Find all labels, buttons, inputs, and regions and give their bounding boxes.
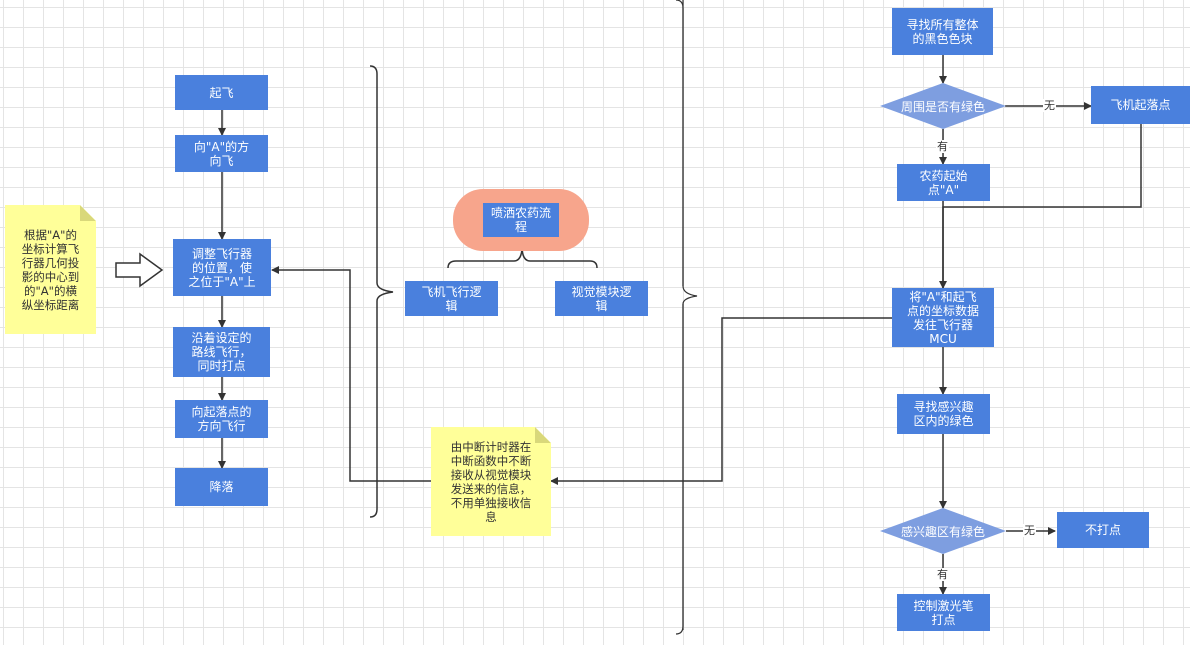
edge-label-yes-1: 有 xyxy=(936,140,949,153)
roi-green-diamond[interactable]: 感兴趣区有绿色 xyxy=(880,508,1006,554)
edge-interrupt-to-adjust xyxy=(271,266,432,482)
edge-send-to-interrupt xyxy=(550,317,892,485)
vision-logic-box[interactable]: 视觉模块逻 辑 xyxy=(555,281,648,316)
interrupt-note: 由中断计时器在 中断函数中不断 接收从视觉模块 发送来的信息， 不用单独接收信 … xyxy=(431,427,551,536)
edge-label-none-2: 无 xyxy=(1023,524,1036,537)
top-brace xyxy=(447,248,598,269)
start-point-box[interactable]: 农药起始 点"A" xyxy=(897,164,990,201)
distance-note-text: 根据"A"的 坐标计算飞 行器几何投 影的中心到 的"A"的横 纵坐标距离 xyxy=(21,227,80,312)
edge-takeoff-to-send xyxy=(939,124,1142,289)
fly-route-box[interactable]: 沿着设定的 路线飞行， 同时打点 xyxy=(173,327,270,377)
fly-back-box[interactable]: 向起落点的 方向飞行 xyxy=(175,400,268,438)
roi-green-label: 感兴趣区有绿色 xyxy=(900,524,985,539)
root-pill[interactable]: 喷洒农药流 程 xyxy=(453,189,589,251)
send-coords-box[interactable]: 将"A"和起飞 点的坐标数据 发往飞行器 MCU xyxy=(892,288,994,347)
green-around-diamond[interactable]: 周围是否有绿色 xyxy=(880,83,1006,129)
distance-note: 根据"A"的 坐标计算飞 行器几何投 影的中心到 的"A"的横 纵坐标距离 xyxy=(5,205,96,334)
takeoff-box[interactable]: 起飞 xyxy=(175,75,268,110)
right-brace xyxy=(675,0,698,635)
find-black-box[interactable]: 寻找所有整体 的黑色色块 xyxy=(892,8,993,55)
green-around-label: 周围是否有绿色 xyxy=(900,99,985,114)
interrupt-note-text: 由中断计时器在 中断函数中不断 接收从视觉模块 发送来的信息， 不用单独接收信 … xyxy=(450,439,532,524)
no-mark-box[interactable]: 不打点 xyxy=(1057,512,1149,548)
land-box[interactable]: 降落 xyxy=(175,468,268,506)
adjust-position-box[interactable]: 调整飞行器 的位置，使 之位于"A"上 xyxy=(173,239,271,296)
takeoff-point-box[interactable]: 飞机起落点 xyxy=(1091,86,1190,124)
hollow-arrow-icon xyxy=(115,252,164,288)
left-brace xyxy=(369,65,394,518)
edge-label-none-1: 无 xyxy=(1043,99,1056,112)
fly-toward-a-box[interactable]: 向"A"的方 向飞 xyxy=(175,135,268,172)
find-green-box[interactable]: 寻找感兴趣 区内的绿色 xyxy=(897,394,990,434)
flight-logic-box[interactable]: 飞机飞行逻 辑 xyxy=(405,281,498,316)
root-label: 喷洒农药流 程 xyxy=(482,203,559,237)
edge-label-yes-2: 有 xyxy=(936,568,949,581)
laser-mark-box[interactable]: 控制激光笔 打点 xyxy=(897,594,990,631)
